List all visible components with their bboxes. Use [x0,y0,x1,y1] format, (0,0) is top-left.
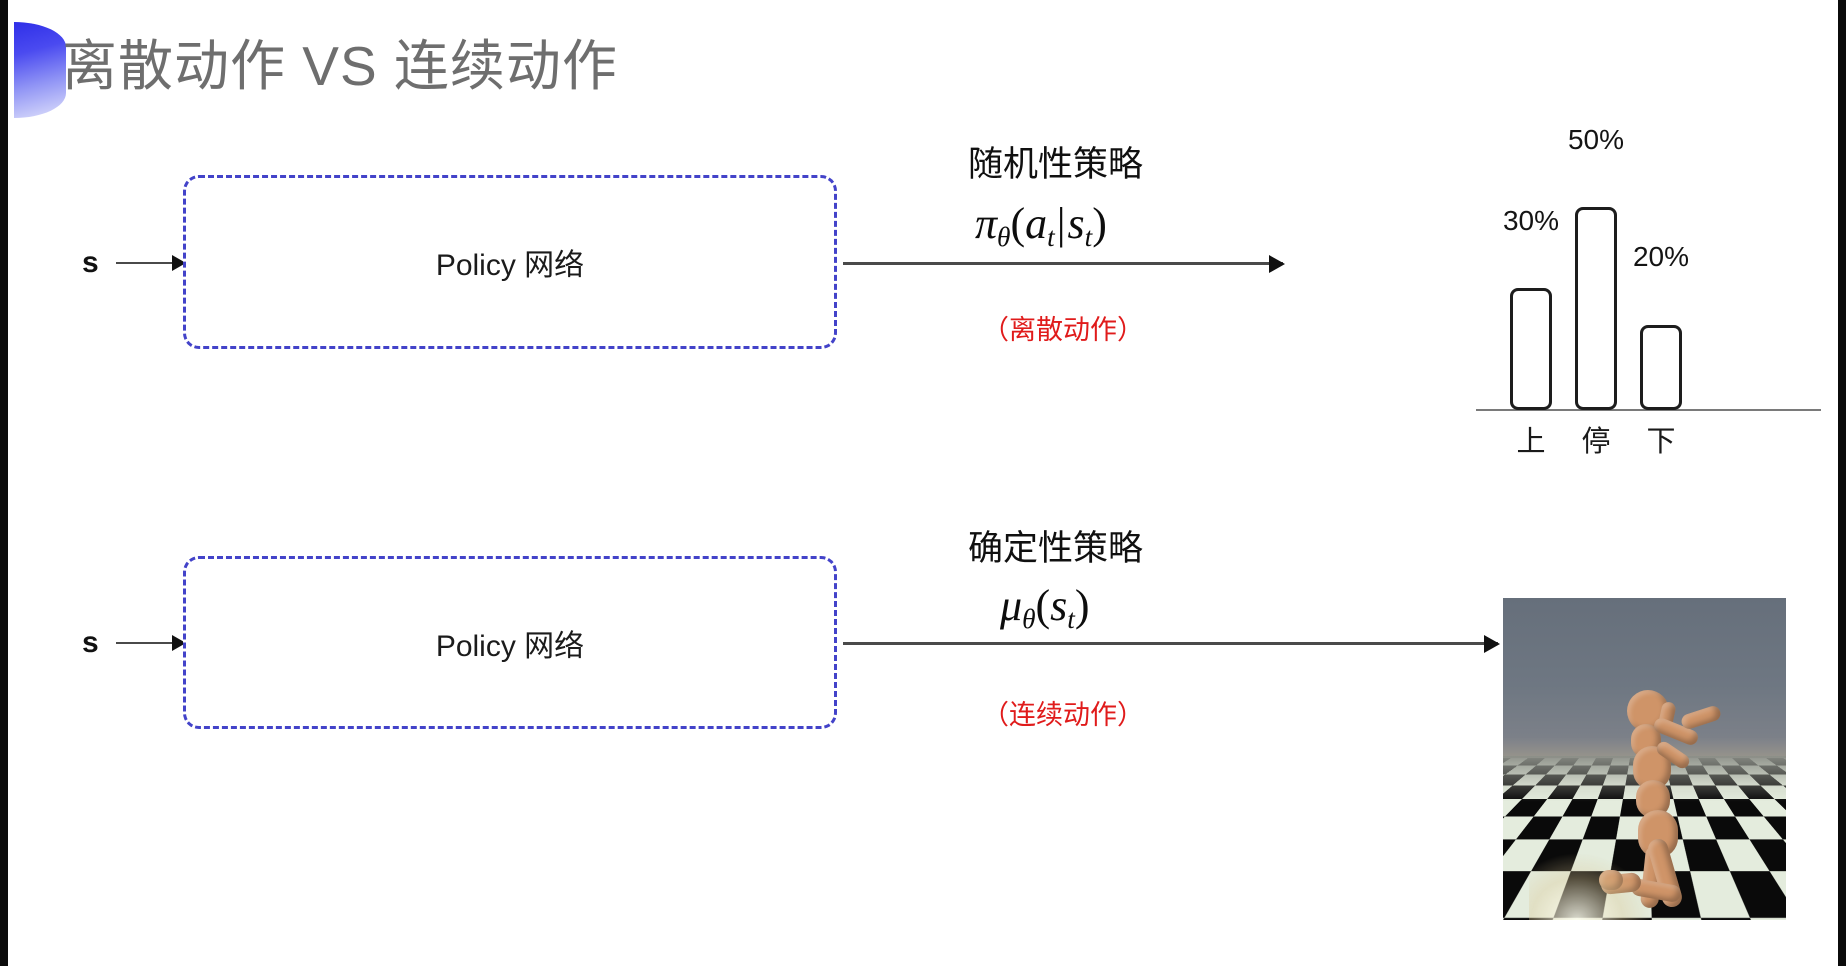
input-arrow-discrete [116,262,184,264]
bar-category-stop: 停 [1581,426,1611,458]
note-discrete-action: （离散动作） [982,315,1144,345]
policy-type-name-continuous: 确定性策略 [968,529,1144,568]
formula-pi-subscript: θ [997,222,1011,253]
bar-stop [1575,207,1617,410]
policy-network-label-discrete: Policy 网络 [435,249,585,282]
formula-action-subscript: t [1047,222,1055,253]
formula-mu-subscript: θ [1022,604,1036,635]
policy-network-box-discrete[interactable]: Policy 网络 [183,175,837,349]
sim-floor-glare [1529,854,1649,920]
chart-baseline [1476,409,1821,411]
state-input-label-continuous: s [82,626,99,659]
bar-value-down: 20% [1632,241,1690,272]
output-arrow-continuous [843,642,1498,645]
bar-category-down: 下 [1646,426,1676,458]
left-edge-band [0,0,8,966]
bar-down [1640,325,1682,410]
page-title: 离散动作 VS 连续动作 [62,35,618,97]
formula-close-paren-2: ) [1074,581,1090,630]
formula-open-paren-2: ( [1035,581,1051,630]
bar-value-stop: 50% [1567,124,1625,155]
formula-deterministic-policy: μθ(st) [1000,580,1090,635]
formula-state-subscript-2: t [1067,604,1075,635]
formula-conditional-bar: | [1056,199,1066,248]
input-arrow-continuous [116,642,184,644]
formula-state-symbol-2: s [1050,581,1068,630]
formula-mu-symbol: μ [1000,581,1023,630]
formula-pi-symbol: π [975,199,998,248]
state-input-label-discrete: s [82,246,99,279]
policy-network-label-continuous: Policy 网络 [435,629,585,663]
formula-stochastic-policy: πθ(at|st) [975,198,1107,253]
right-edge-band [1838,0,1846,966]
policy-type-name-discrete: 随机性策略 [968,145,1144,184]
note-continuous-action: （连续动作） [982,700,1144,730]
humanoid-simulation-image [1503,598,1786,920]
bar-up [1510,288,1552,410]
title-bullet-icon [14,22,66,118]
formula-state-symbol-1: s [1067,199,1085,248]
policy-network-box-continuous[interactable]: Policy 网络 [183,556,837,729]
formula-state-subscript-1: t [1084,222,1093,253]
formula-open-paren-1: ( [1010,199,1026,248]
output-arrow-discrete [843,262,1283,265]
formula-action-symbol: a [1025,199,1048,248]
action-probability-bar-chart: 30% 上 50% 停 20% 下 [1470,96,1830,466]
bar-category-up: 上 [1516,426,1546,458]
bar-value-up: 30% [1502,205,1560,236]
formula-close-paren-1: ) [1092,199,1107,248]
